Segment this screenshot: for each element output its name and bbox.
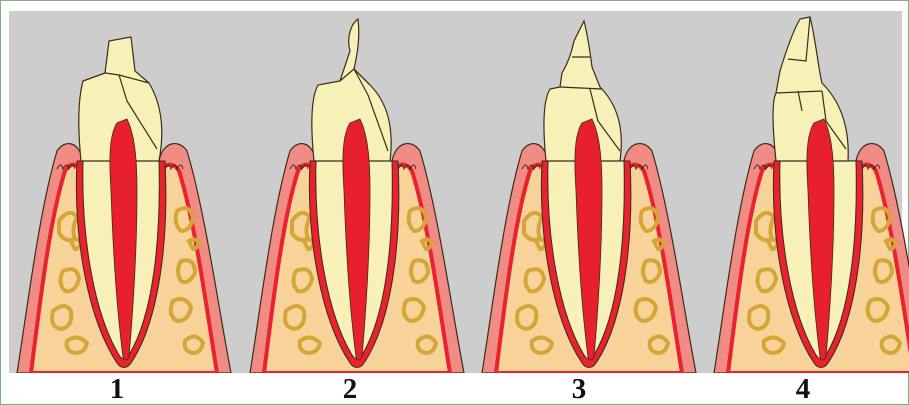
label-2: 2 bbox=[330, 373, 370, 405]
tooth-diagram-4 bbox=[706, 11, 909, 373]
label-1: 1 bbox=[97, 373, 137, 405]
diagram-panel bbox=[9, 11, 902, 373]
tooth-svg-1 bbox=[9, 11, 239, 373]
tooth-svg-3 bbox=[474, 11, 704, 373]
label-3: 3 bbox=[559, 373, 599, 405]
tooth-svg-2 bbox=[242, 11, 472, 373]
tooth-diagram-1 bbox=[9, 11, 239, 373]
tooth-diagram-2 bbox=[242, 11, 472, 373]
tooth-diagram-3 bbox=[474, 11, 704, 373]
label-4: 4 bbox=[783, 373, 823, 405]
tooth-svg-4 bbox=[706, 11, 909, 373]
